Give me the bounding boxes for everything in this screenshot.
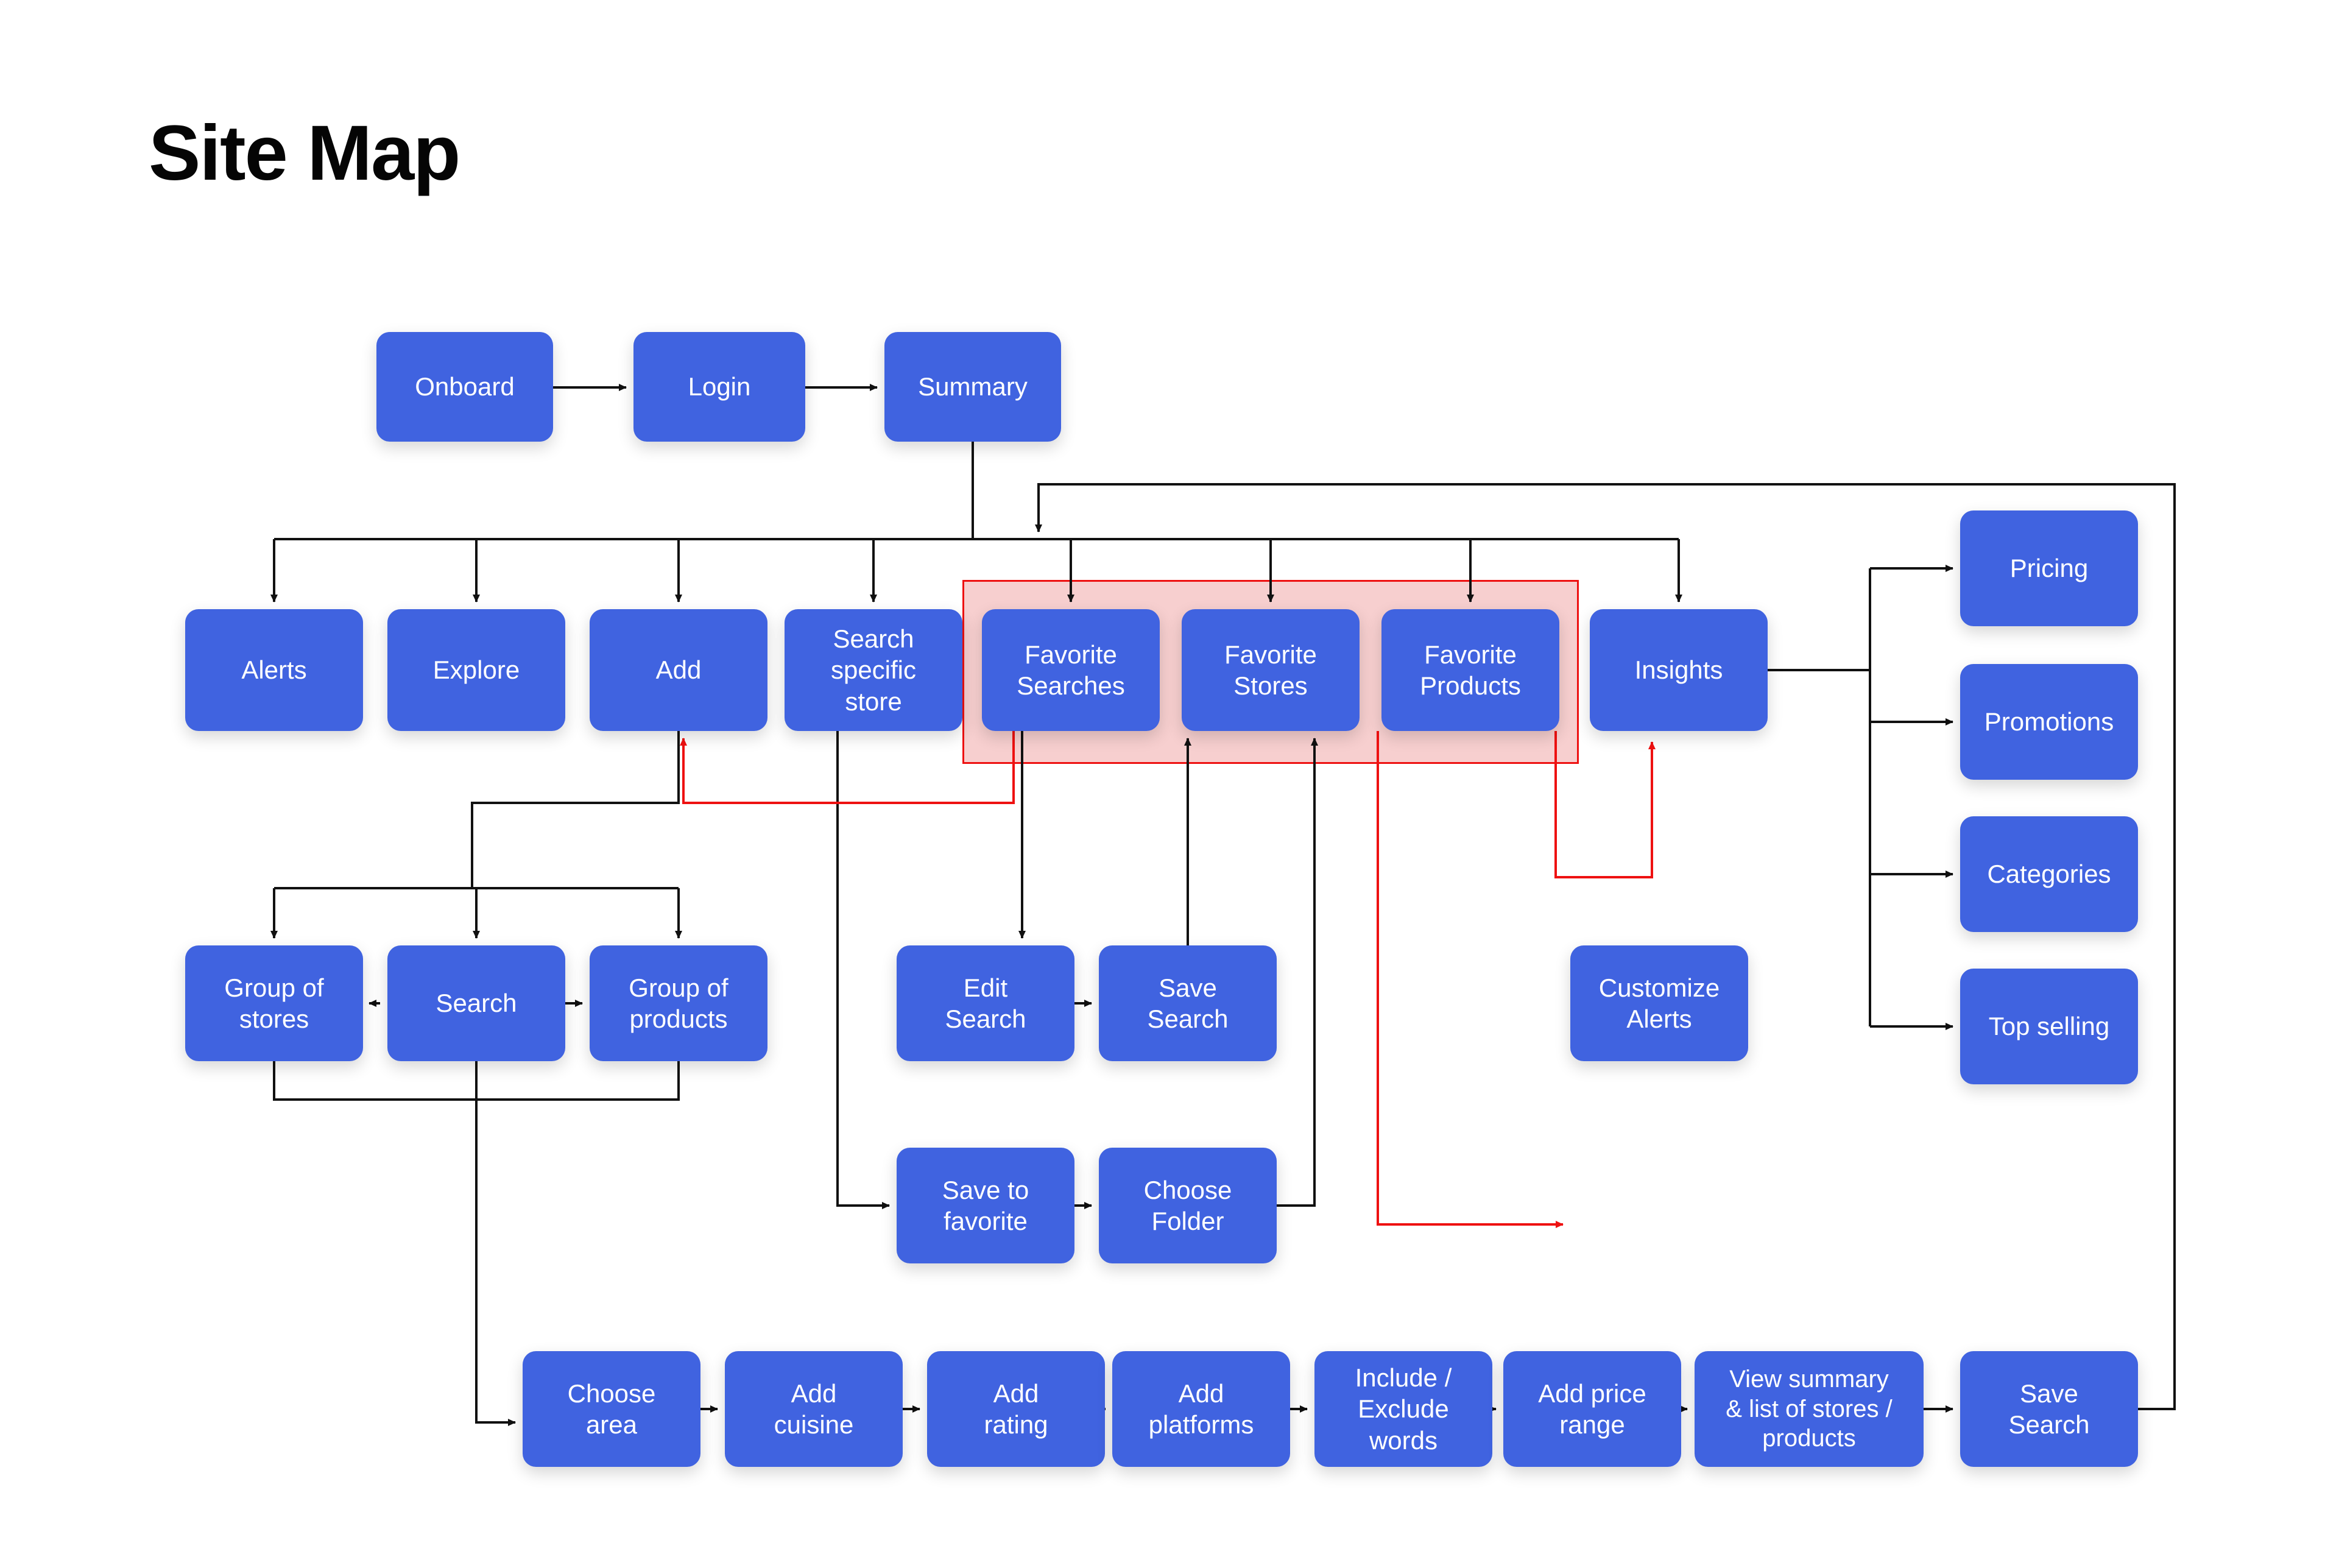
node-choose-folder[interactable]: Choose Folder: [1099, 1148, 1277, 1263]
node-save-to-favorite[interactable]: Save to favorite: [897, 1148, 1074, 1263]
node-label: Favorite Stores: [1224, 640, 1317, 700]
page-title: Site Map: [149, 110, 460, 197]
node-group-of-products[interactable]: Group of products: [590, 945, 767, 1061]
node-favorite-searches[interactable]: Favorite Searches: [982, 609, 1160, 731]
node-add-platforms[interactable]: Add platforms: [1112, 1351, 1290, 1467]
node-label: Add rating: [984, 1379, 1048, 1439]
node-label: Save Search: [1147, 973, 1229, 1033]
node-save-search-mid[interactable]: Save Search: [1099, 945, 1277, 1061]
node-label: Categories: [1987, 860, 2111, 889]
node-label: Include / Exclude words: [1355, 1363, 1452, 1455]
node-label: View summary & list of stores / products: [1726, 1365, 1893, 1452]
node-search-specific-store[interactable]: Search specific store: [785, 609, 962, 731]
node-pricing[interactable]: Pricing: [1960, 510, 2138, 626]
node-add-rating[interactable]: Add rating: [927, 1351, 1105, 1467]
node-label: Summary: [918, 372, 1028, 401]
node-add-price-range[interactable]: Add price range: [1503, 1351, 1681, 1467]
node-label: Promotions: [1984, 707, 2114, 736]
node-label: Search specific store: [830, 624, 917, 716]
node-edit-search[interactable]: Edit Search: [897, 945, 1074, 1061]
node-add-cuisine[interactable]: Add cuisine: [725, 1351, 903, 1467]
node-top-selling[interactable]: Top selling: [1960, 969, 2138, 1084]
node-label: Add: [655, 655, 702, 685]
node-label: Edit Search: [945, 973, 1026, 1033]
node-search[interactable]: Search: [387, 945, 565, 1061]
node-label: Insights: [1634, 655, 1723, 685]
node-include-exclude-words[interactable]: Include / Exclude words: [1314, 1351, 1492, 1467]
node-group-of-stores[interactable]: Group of stores: [185, 945, 363, 1061]
node-summary[interactable]: Summary: [884, 332, 1061, 442]
node-label: Choose Folder: [1143, 1175, 1232, 1235]
node-label: Save to favorite: [942, 1175, 1029, 1235]
node-label: Customize Alerts: [1598, 973, 1720, 1033]
node-customize-alerts[interactable]: Customize Alerts: [1570, 945, 1748, 1061]
node-login[interactable]: Login: [633, 332, 805, 442]
node-insights[interactable]: Insights: [1590, 609, 1768, 731]
node-label: Add cuisine: [774, 1379, 854, 1439]
node-label: Group of products: [629, 973, 729, 1033]
node-label: Favorite Searches: [1017, 640, 1125, 700]
node-label: Alerts: [241, 655, 307, 685]
node-label: Add platforms: [1148, 1379, 1254, 1439]
node-favorite-products[interactable]: Favorite Products: [1381, 609, 1559, 731]
node-categories[interactable]: Categories: [1960, 816, 2138, 932]
node-label: Favorite Products: [1420, 640, 1521, 700]
node-label: Add price range: [1538, 1379, 1646, 1439]
node-label: Group of stores: [224, 973, 324, 1033]
node-label: Explore: [432, 655, 520, 685]
node-promotions[interactable]: Promotions: [1960, 664, 2138, 780]
node-label: Pricing: [2009, 554, 2089, 583]
node-label: Choose area: [567, 1379, 656, 1439]
node-label: Login: [688, 372, 751, 401]
node-favorite-stores[interactable]: Favorite Stores: [1182, 609, 1360, 731]
node-explore[interactable]: Explore: [387, 609, 565, 731]
node-onboard[interactable]: Onboard: [376, 332, 553, 442]
node-save-search-bottom[interactable]: Save Search: [1960, 1351, 2138, 1467]
node-label: Search: [436, 989, 517, 1018]
node-view-summary[interactable]: View summary & list of stores / products: [1695, 1351, 1924, 1467]
node-label: Save Search: [2008, 1379, 2090, 1439]
node-label: Onboard: [415, 372, 515, 401]
node-add[interactable]: Add: [590, 609, 767, 731]
node-alerts[interactable]: Alerts: [185, 609, 363, 731]
node-choose-area[interactable]: Choose area: [523, 1351, 700, 1467]
node-label: Top selling: [1988, 1012, 2110, 1041]
